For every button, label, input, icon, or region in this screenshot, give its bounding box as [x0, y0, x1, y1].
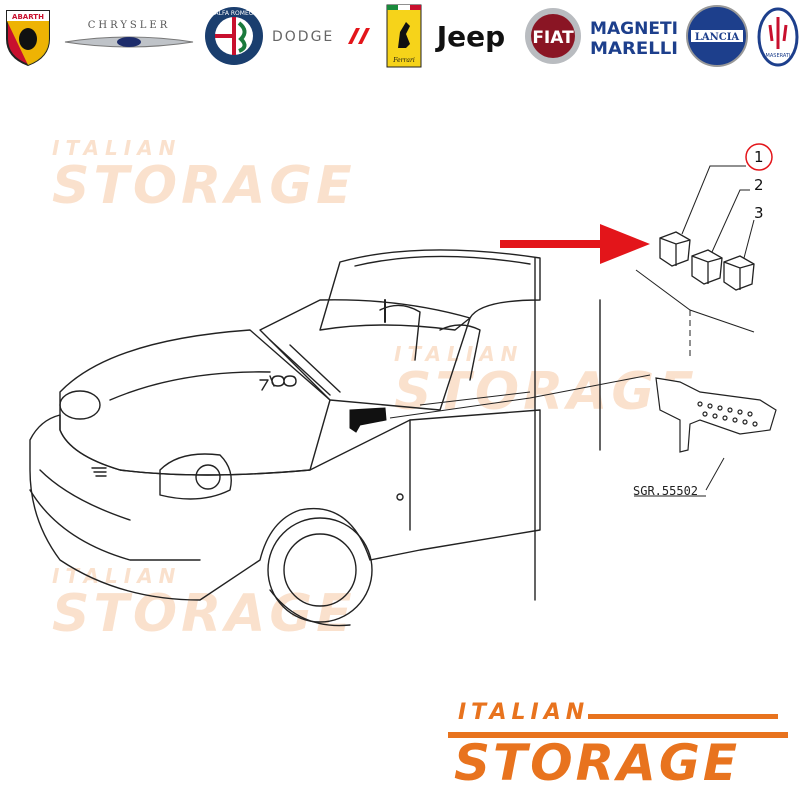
- watermark-line2: STORAGE: [394, 362, 698, 422]
- maserati-logo-icon[interactable]: MASERATI: [756, 4, 800, 68]
- watermark-middle: ITALIAN STORAGE: [394, 342, 698, 418]
- technical-diagram: [29, 143, 777, 627]
- italian-storage-logo: ITALIAN STORAGE: [448, 700, 788, 796]
- fiat-logo-icon[interactable]: FIAT: [522, 4, 584, 68]
- callout-2: 2: [754, 176, 764, 194]
- chrysler-logo-icon[interactable]: CHRYSLER: [62, 4, 196, 68]
- part-2-clip: [691, 249, 723, 285]
- callout-1-circle: [745, 143, 773, 171]
- abarth-text: ABARTH: [12, 13, 44, 21]
- callout-3: 3: [754, 204, 764, 222]
- jeep-logo-icon[interactable]: Jeep: [428, 4, 514, 68]
- logo-line2: STORAGE: [454, 734, 741, 792]
- dodge-logo-icon[interactable]: DODGE: [270, 4, 374, 68]
- logo-bar-middle: [448, 732, 788, 738]
- alfa-romeo-text: ALFA ROMEO: [215, 10, 254, 17]
- watermark-line2: STORAGE: [52, 156, 356, 216]
- windshield: [259, 299, 471, 411]
- brand-bar: ABARTH CHRYSLER ALFA ROMEO DODGE: [0, 0, 800, 72]
- callout-1: 1: [754, 148, 764, 166]
- chrysler-text: CHRYSLER: [88, 20, 171, 31]
- bracket-part: [655, 377, 777, 453]
- maserati-text: MASERATI: [766, 53, 791, 59]
- car-hood: [59, 329, 331, 476]
- magneti-marelli-logo-icon[interactable]: MAGNETI MARELLI: [588, 4, 680, 68]
- wiper: [269, 339, 341, 396]
- ferrari-logo-icon[interactable]: Ferrari: [384, 4, 424, 68]
- watermark-top: ITALIAN STORAGE: [52, 136, 356, 212]
- svg-text:MARELLI: MARELLI: [590, 39, 678, 59]
- part-code-label: SGR.55502: [633, 484, 699, 498]
- part-3-clip: [723, 255, 755, 291]
- jeep-text: Jeep: [435, 20, 505, 53]
- logo-line1: ITALIAN: [458, 700, 590, 725]
- alfa-romeo-logo-icon[interactable]: ALFA ROMEO: [202, 4, 266, 68]
- lancia-logo-icon[interactable]: LANCIA: [684, 4, 750, 68]
- car-body: [29, 409, 541, 601]
- logo-bar-top: [588, 714, 778, 719]
- fiat-text: FIAT: [532, 28, 574, 48]
- highlighted-part: [349, 407, 387, 433]
- watermark-line1: ITALIAN: [52, 136, 182, 160]
- red-arrow: [500, 224, 650, 264]
- front-headlight: [159, 453, 232, 500]
- lancia-text: LANCIA: [695, 32, 740, 43]
- car-roof: [319, 249, 541, 331]
- front-wheel: [267, 517, 373, 623]
- dodge-text: DODGE: [272, 29, 334, 45]
- ferrari-text: Ferrari: [392, 57, 415, 64]
- svg-text:MAGNETI: MAGNETI: [590, 19, 678, 39]
- part-1-clip: [659, 231, 691, 267]
- watermark-line2: STORAGE: [52, 584, 356, 644]
- abarth-logo-icon[interactable]: ABARTH: [2, 4, 54, 68]
- watermark-bottom: ITALIAN STORAGE: [52, 564, 356, 640]
